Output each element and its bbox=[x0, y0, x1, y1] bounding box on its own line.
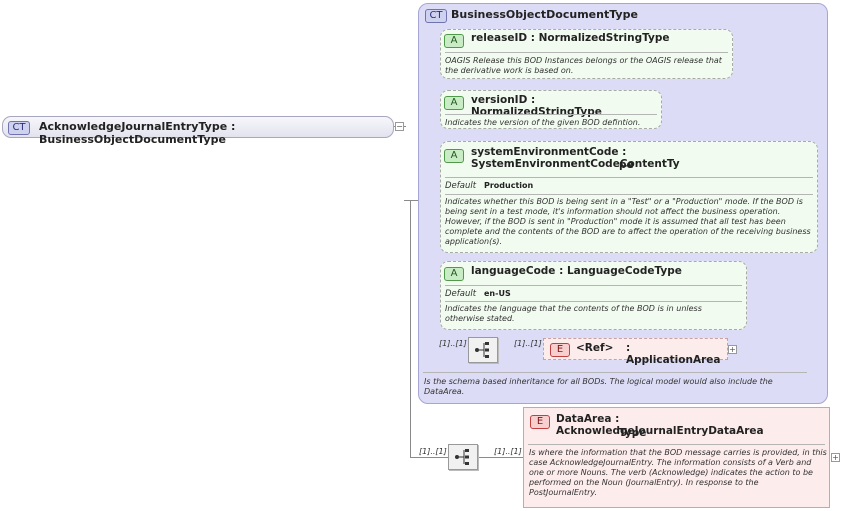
attribute-doc: OAGIS Release this BOD Instances belongs… bbox=[445, 56, 722, 75]
attribute-version-id[interactable]: A versionID : NormalizedStringType Indic… bbox=[440, 90, 662, 129]
attribute-label: languageCode : LanguageCodeType bbox=[471, 265, 682, 277]
sequence-multiplicity: [1]..[1] bbox=[419, 447, 447, 456]
attribute-label: systemEnvironmentCode : SystemEnvironmen… bbox=[471, 146, 680, 170]
element-label-continued: Type bbox=[619, 427, 647, 439]
attribute-system-environment-code[interactable]: A systemEnvironmentCode : SystemEnvironm… bbox=[440, 141, 818, 253]
sequence-icon bbox=[455, 449, 469, 465]
root-complex-type[interactable]: CT AcknowledgeJournalEntryType : Busines… bbox=[2, 116, 394, 146]
element-label: DataArea : AcknowledgeJournalEntryDataAr… bbox=[556, 413, 764, 437]
data-area-multiplicity: [1]..[1] bbox=[494, 447, 522, 456]
default-value: Production bbox=[484, 181, 534, 190]
attribute-icon: A bbox=[444, 149, 464, 163]
element-data-area[interactable]: E DataArea : AcknowledgeJournalEntryData… bbox=[523, 407, 830, 508]
sequence-multiplicity: [1]..[1] bbox=[439, 339, 467, 348]
collapse-icon[interactable]: − bbox=[395, 122, 404, 131]
attribute-label: versionID : NormalizedStringType bbox=[471, 94, 602, 118]
attribute-doc: Indicates the version of the given BOD d… bbox=[445, 118, 641, 127]
ref-multiplicity: [1]..[1] bbox=[514, 339, 542, 348]
sequence-icon bbox=[475, 342, 489, 358]
sequence-compositor[interactable] bbox=[468, 337, 498, 363]
attribute-doc: Indicates whether this BOD is being sent… bbox=[445, 197, 811, 246]
expand-icon[interactable]: + bbox=[728, 345, 737, 354]
attribute-language-code[interactable]: A languageCode : LanguageCodeType Defaul… bbox=[440, 261, 747, 330]
attribute-icon: A bbox=[444, 96, 464, 110]
ref-tag: <Ref> bbox=[576, 342, 614, 354]
expand-icon[interactable]: + bbox=[831, 453, 840, 462]
attribute-icon: A bbox=[444, 34, 464, 48]
ref-name: : ApplicationArea bbox=[626, 342, 721, 366]
attribute-release-id[interactable]: A releaseID : NormalizedStringType OAGIS… bbox=[440, 29, 733, 79]
default-label: Default bbox=[445, 181, 477, 191]
attribute-label: releaseID : NormalizedStringType bbox=[471, 32, 670, 44]
element-doc: Is where the information that the BOD me… bbox=[529, 448, 827, 497]
root-type-label: AcknowledgeJournalEntryType : BusinessOb… bbox=[39, 120, 236, 146]
complex-type-icon: CT bbox=[425, 9, 447, 23]
default-label: Default bbox=[445, 289, 477, 299]
attribute-label-continued: pe bbox=[619, 159, 634, 171]
element-icon: E bbox=[550, 343, 570, 357]
attribute-doc: Indicates the language that the contents… bbox=[445, 304, 702, 323]
element-icon: E bbox=[530, 415, 550, 429]
complex-type-doc: Is the schema based inheritance for all … bbox=[424, 377, 773, 396]
complex-type-title: BusinessObjectDocumentType bbox=[451, 8, 638, 21]
complex-type-icon: CT bbox=[8, 121, 30, 135]
attribute-icon: A bbox=[444, 267, 464, 281]
sequence-compositor[interactable] bbox=[448, 444, 478, 470]
element-application-area[interactable]: E <Ref> : ApplicationArea bbox=[543, 338, 728, 366]
default-value: en-US bbox=[484, 289, 511, 298]
